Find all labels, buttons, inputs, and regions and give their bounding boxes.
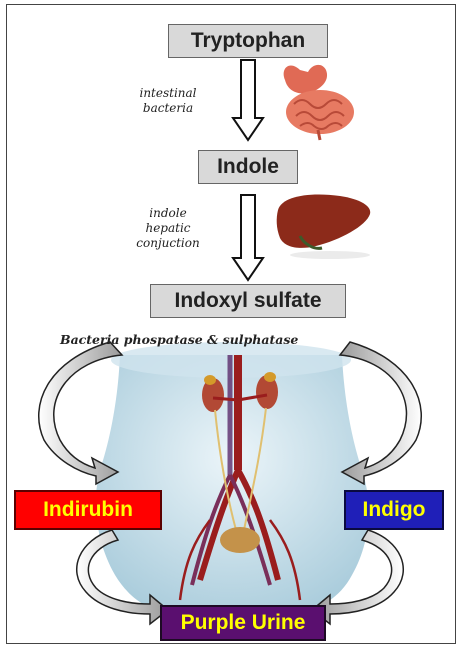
node-indirubin: Indirubin (14, 490, 162, 530)
node-purple-urine-label: Purple Urine (181, 611, 306, 635)
node-indole: Indole (198, 150, 298, 184)
liver-illustration (277, 195, 371, 259)
arrow-tryptophan-to-indole (233, 60, 263, 140)
intestine-illustration (284, 65, 354, 140)
step1-annotation: intestinal bacteria (118, 86, 218, 116)
node-tryptophan-label: Tryptophan (191, 29, 305, 53)
node-indirubin-label: Indirubin (43, 498, 133, 522)
step2-annotation: indole hepatic conjuction (118, 206, 218, 251)
body-illustration (96, 342, 369, 612)
enzyme-annotation-text: Bacteria phospatase & sulphatase (60, 332, 298, 347)
step2-line1: indole (118, 206, 218, 221)
node-indoxyl-sulfate: Indoxyl sulfate (150, 284, 346, 318)
bladder (220, 527, 260, 553)
node-indigo-label: Indigo (363, 498, 426, 522)
node-indigo: Indigo (344, 490, 444, 530)
step2-line2: hepatic (118, 221, 218, 236)
arrow-indole-to-indoxyl (233, 195, 263, 280)
node-indole-label: Indole (217, 155, 279, 179)
step2-line3: conjuction (118, 236, 218, 251)
step1-line2: bacteria (118, 101, 218, 116)
enzyme-annotation: Bacteria phospatase & sulphatase (60, 332, 430, 347)
node-indoxyl-sulfate-label: Indoxyl sulfate (174, 289, 321, 313)
node-purple-urine: Purple Urine (160, 605, 326, 641)
node-tryptophan: Tryptophan (168, 24, 328, 58)
step1-line1: intestinal (118, 86, 218, 101)
